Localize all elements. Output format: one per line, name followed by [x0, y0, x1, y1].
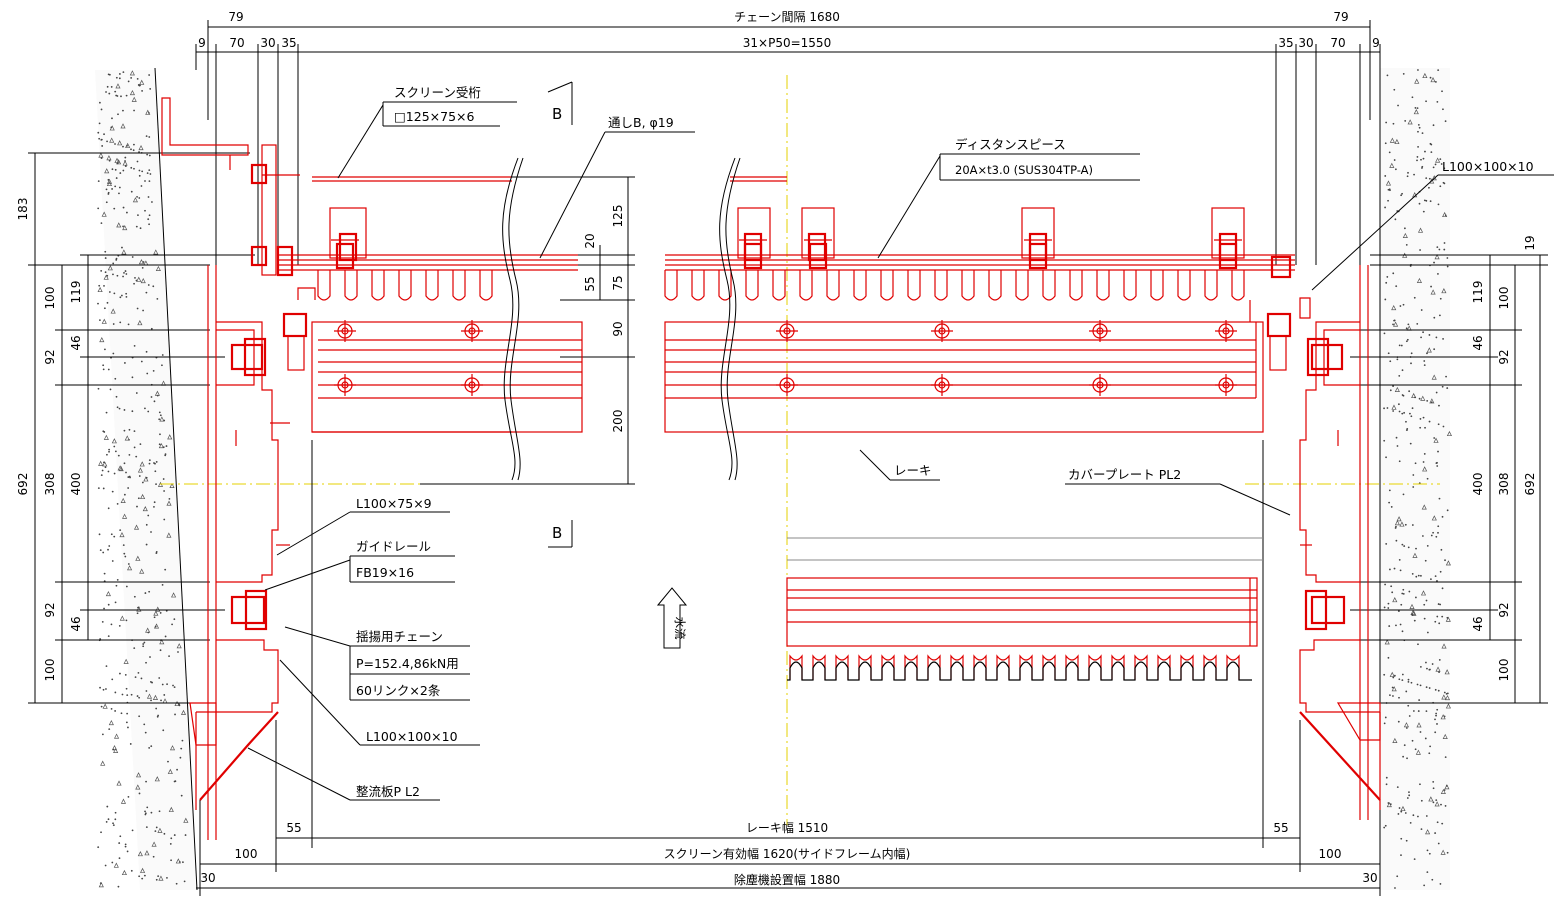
through-bolt-label: 通しB, φ19: [608, 115, 674, 130]
mid-dim-200: 200: [611, 410, 625, 433]
left-dim-692: 692: [16, 473, 30, 496]
screen-girder-label: スクリーン受桁: [394, 85, 481, 100]
break-lines: [502, 157, 741, 481]
rake-label: レーキ: [894, 463, 932, 478]
distance-piece-spec: 20A×t3.0 (SUS304TP-A): [955, 163, 1093, 177]
right-concrete-wall: [1379, 60, 1452, 890]
left-dim-100a: 100: [43, 287, 57, 310]
left-side-frame: [161, 97, 308, 840]
right-dimension-lines: [1350, 254, 1548, 704]
distance-piece-label: ディスタンスピース: [955, 137, 1066, 152]
left-dim-308: 308: [43, 473, 57, 496]
right-dim-92a: 92: [1497, 349, 1511, 364]
left-dim-119: 119: [69, 281, 83, 304]
lift-chain-spec2: 60リンク×2条: [356, 683, 441, 698]
guide-rail-label: ガイドレール: [356, 539, 431, 554]
lift-chain-spec1: P=152.4,86kN用: [356, 656, 459, 671]
rake-55-right: 55: [1273, 821, 1288, 835]
background-lines: [787, 537, 1263, 561]
rake-width-dim: レーキ幅 1510: [746, 820, 828, 835]
right-side-frame: [1266, 255, 1381, 820]
inst-30-left: 30: [200, 871, 215, 885]
right-dim-308: 308: [1497, 473, 1511, 496]
water-flow-arrow: [656, 587, 688, 649]
inst-30-right: 30: [1362, 871, 1377, 885]
angle-l100x75-label: L100×75×9: [356, 496, 432, 511]
left-dim-46a: 46: [69, 335, 83, 350]
dim-9-right: 9: [1372, 36, 1380, 50]
cover-plate-label: カバープレート PL2: [1068, 467, 1181, 482]
chain-pitch-dim: チェーン間隔 1680: [734, 10, 840, 24]
left-dim-92b: 92: [43, 602, 57, 617]
right-dim-119: 119: [1471, 281, 1485, 304]
dim-70-right: 70: [1330, 36, 1345, 50]
right-dim-19: 19: [1523, 235, 1537, 250]
dim-9-left: 9: [198, 36, 206, 50]
left-dim-100b: 100: [43, 659, 57, 682]
dim-30-left: 30: [260, 36, 275, 50]
right-dim-100b: 100: [1497, 659, 1511, 682]
angle-left-label: L100×100×10: [366, 729, 458, 744]
mid-dim-55: 55: [583, 276, 597, 291]
dim-79-right: 79: [1333, 10, 1348, 24]
right-dim-400: 400: [1471, 473, 1485, 496]
dim-70-left: 70: [229, 36, 244, 50]
middle-dimension-lines: [420, 176, 635, 485]
pitch-total-dim: 31×P50=1550: [743, 36, 831, 50]
left-dim-92a: 92: [43, 349, 57, 364]
dim-35-left: 35: [281, 36, 296, 50]
bottom-dimension-lines: [196, 440, 1381, 896]
lift-chain-label: 揺揚用チェーン: [356, 629, 443, 644]
right-dim-46a: 46: [1471, 335, 1485, 350]
dim-79-left: 79: [228, 10, 243, 24]
mid-dim-125: 125: [611, 205, 625, 228]
section-b-bottom: B: [552, 524, 562, 542]
right-dim-100a: 100: [1497, 287, 1511, 310]
rake-left-portion: [278, 176, 583, 433]
left-concrete-wall: [95, 67, 198, 891]
center-lines: [160, 75, 1440, 825]
dim-35-right: 35: [1278, 36, 1293, 50]
rake-bolts: [331, 239, 1242, 396]
mid-dim-75: 75: [611, 275, 625, 290]
rake-right-portion: [664, 176, 1295, 681]
leader-lines: [247, 81, 1554, 801]
left-dim-46b: 46: [69, 616, 83, 631]
water-flow-label: 水流: [673, 617, 687, 640]
mid-dim-20: 20: [583, 233, 597, 248]
effective-width-dim: スクリーン有効幅 1620(サイドフレーム内幅): [664, 846, 911, 861]
section-b-top: B: [552, 105, 562, 123]
left-dim-400: 400: [69, 473, 83, 496]
right-dim-692: 692: [1523, 473, 1537, 496]
angle-right-label: L100×100×10: [1442, 159, 1534, 174]
dim-30-right: 30: [1298, 36, 1313, 50]
install-width-dim: 除塵機設置幅 1880: [734, 872, 840, 887]
mid-dim-90: 90: [611, 321, 625, 336]
rake-55-left: 55: [286, 821, 301, 835]
flow-plate-label: 整流板P L2: [356, 784, 420, 799]
eff-100-right: 100: [1319, 847, 1342, 861]
eff-100-left: 100: [235, 847, 258, 861]
right-dim-92b: 92: [1497, 602, 1511, 617]
right-dim-46b: 46: [1471, 616, 1485, 631]
left-dimension-lines: [28, 152, 255, 704]
screen-girder-spec: □125×75×6: [394, 109, 475, 124]
guide-rail-spec: FB19×16: [356, 565, 414, 580]
left-dim-183: 183: [16, 198, 30, 221]
top-dimension-lines: [195, 20, 1381, 265]
